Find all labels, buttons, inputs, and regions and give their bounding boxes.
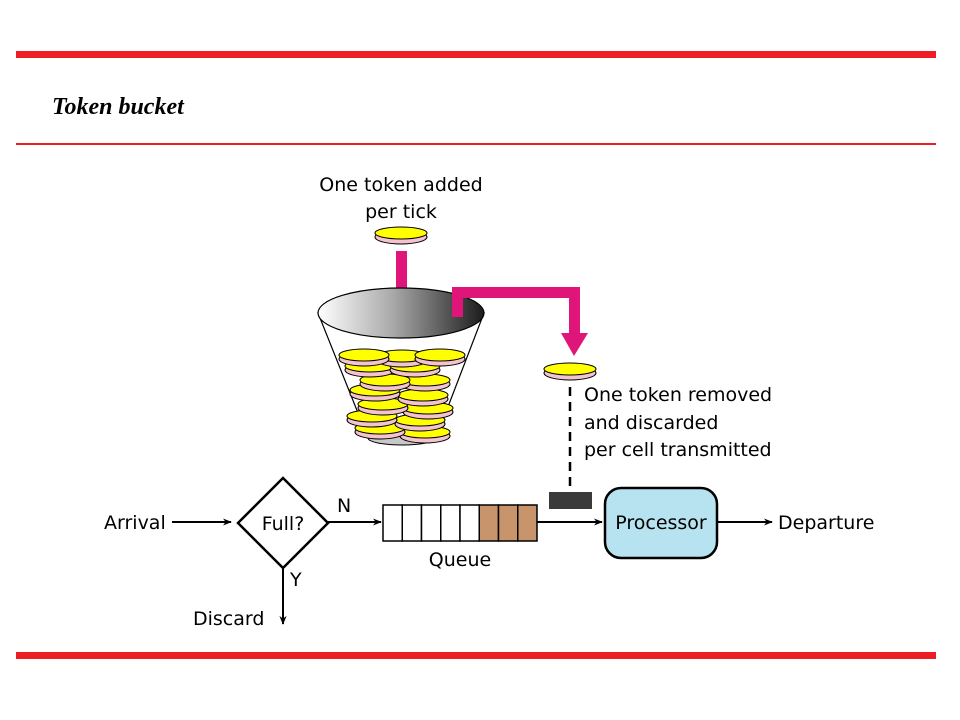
branch-no-label: N [337, 495, 351, 517]
decision-label: Full? [262, 513, 305, 535]
bucket-token [338, 348, 390, 367]
token-removed-label-line2: and discarded [584, 412, 718, 434]
token-out-arrow [452, 287, 588, 356]
branch-yes-label: Y [289, 569, 302, 591]
queue-cell-empty [382, 504, 403, 542]
queue-cell-filled [517, 504, 538, 542]
queue-cell-empty [420, 504, 442, 542]
incoming-token [374, 226, 428, 245]
departure-label: Departure [778, 512, 874, 534]
token-removed-label-line3: per cell transmitted [584, 439, 772, 461]
token-gate-block [549, 492, 592, 509]
removed-token [543, 362, 597, 381]
bucket-tokens [338, 348, 466, 444]
token-bucket [317, 287, 485, 446]
bucket-token [397, 388, 449, 407]
slide-title: Token bucket [52, 94, 184, 120]
title-divider [16, 143, 936, 145]
queue-cell-filled [497, 504, 519, 542]
arrival-label: Arrival [104, 512, 166, 534]
queue-cell-filled [478, 504, 500, 542]
queue-cell-empty [440, 504, 461, 542]
queue-cell-empty [459, 504, 480, 542]
bucket-token [414, 348, 466, 367]
queue-label: Queue [429, 549, 491, 571]
token-added-label-line2: per tick [365, 201, 437, 223]
queue [382, 504, 538, 542]
processor-label: Processor [615, 512, 707, 534]
top-red-bar [16, 51, 936, 58]
bottom-red-bar [16, 652, 936, 659]
token-added-label-line1: One token added [319, 174, 482, 196]
queue-cell-empty [401, 504, 423, 542]
discard-label: Discard [193, 608, 264, 630]
token-removed-label-line1: One token removed [584, 384, 772, 406]
